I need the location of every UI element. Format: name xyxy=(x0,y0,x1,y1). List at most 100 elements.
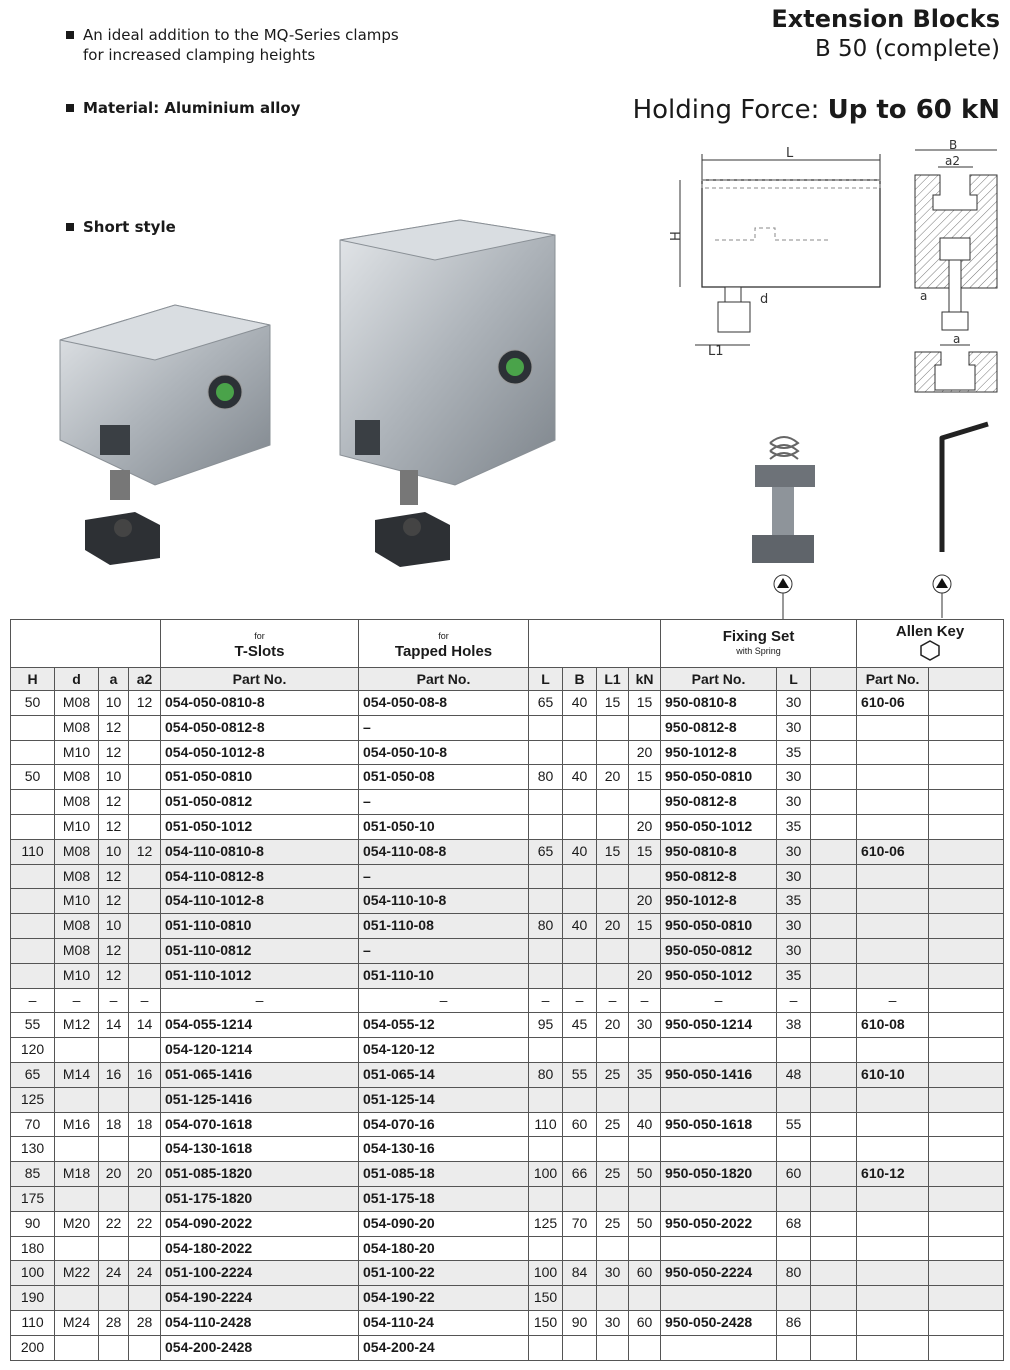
cell-partno: – xyxy=(358,937,530,964)
cell-l: 100 xyxy=(528,1161,564,1187)
cell-a: 10 xyxy=(98,764,129,791)
cell-partno: 950-1012-8 xyxy=(660,888,778,915)
cell-l1 xyxy=(596,813,630,840)
cell-d: M10 xyxy=(54,739,99,766)
cell-l: 35 xyxy=(776,813,812,840)
cell-l1 xyxy=(596,789,630,815)
cell-a: 18 xyxy=(98,1111,129,1138)
dim-L1-label: L1 xyxy=(708,344,724,359)
cell-h: 125 xyxy=(10,1086,55,1113)
cell-partno: 051-110-10 xyxy=(358,962,530,989)
cell-a: 16 xyxy=(98,1061,129,1088)
cell-d: M10 xyxy=(54,962,99,989)
cell-l: – xyxy=(528,987,564,1014)
cell-l: 100 xyxy=(528,1260,564,1287)
cell-h xyxy=(10,888,55,915)
cell-a2 xyxy=(128,1086,161,1113)
cell-partno: 950-0810-8 xyxy=(660,690,778,716)
cell-a2 xyxy=(128,813,161,840)
cell-l: 65 xyxy=(528,838,564,865)
cell-h xyxy=(10,789,55,815)
cell-partno: – xyxy=(358,789,530,815)
cell-l xyxy=(528,1136,564,1163)
cell-l1 xyxy=(596,739,630,766)
cell-partno: 051-085-1820 xyxy=(159,1161,360,1187)
cell-kn xyxy=(628,1235,662,1262)
cell-d xyxy=(54,1086,99,1113)
cell-l xyxy=(776,1285,812,1311)
tall-block-image xyxy=(339,219,556,567)
cell-partno xyxy=(660,1185,778,1212)
cell-kn: 50 xyxy=(628,1210,662,1237)
page-subtitle: B 50 (complete) xyxy=(814,36,1000,62)
cell-a2 xyxy=(128,913,161,939)
cell-partno: 051-065-14 xyxy=(358,1061,530,1088)
dim-L-label: L xyxy=(786,146,794,161)
spacer-cell xyxy=(810,863,858,890)
cell-kn: 15 xyxy=(628,838,662,865)
cell-partno: 051-125-1416 xyxy=(159,1086,360,1113)
fixing-heading: Fixing Set xyxy=(722,627,795,645)
cell-l1 xyxy=(596,1235,630,1262)
cell-partno: 054-200-24 xyxy=(358,1334,530,1361)
cell-h xyxy=(10,714,55,741)
cell-partno: 051-050-10 xyxy=(358,813,530,840)
spacer-cell xyxy=(810,1136,858,1163)
cell-d xyxy=(54,1235,99,1262)
cell-partno xyxy=(856,1235,930,1262)
cell-h: 50 xyxy=(10,690,55,716)
cell-h xyxy=(10,813,55,840)
cell-kn xyxy=(628,1334,662,1361)
cell-l: – xyxy=(776,987,812,1014)
cell-a2: – xyxy=(128,987,161,1014)
cell-b xyxy=(562,1037,598,1063)
cell-kn xyxy=(628,1185,662,1212)
cell-partno: 051-175-1820 xyxy=(159,1185,360,1212)
cell-h: 200 xyxy=(10,1334,55,1361)
cell-b: 40 xyxy=(562,913,598,939)
cell-partno: 051-050-0812 xyxy=(159,789,360,815)
spacer-cell xyxy=(928,1061,1005,1088)
cell-kn: 20 xyxy=(628,813,662,840)
col-H-header: H xyxy=(10,667,55,691)
cell-a2: 20 xyxy=(128,1161,161,1187)
cell-h: 180 xyxy=(10,1235,55,1262)
cell-d xyxy=(54,1136,99,1163)
cell-a: 28 xyxy=(98,1309,129,1336)
cell-partno: 054-120-1214 xyxy=(159,1037,360,1063)
cell-h: 110 xyxy=(10,838,55,865)
spacer-header xyxy=(928,667,1005,691)
col-tapped-part-header: Part No. xyxy=(358,667,530,691)
cell-kn: 20 xyxy=(628,962,662,989)
cell-partno: 054-090-20 xyxy=(358,1210,530,1237)
cell-partno: 054-110-1012-8 xyxy=(159,888,360,915)
cell-l1: – xyxy=(596,987,630,1014)
cell-l: 80 xyxy=(776,1260,812,1287)
bullet-line-2: for increased clamping heights xyxy=(83,46,316,64)
cell-d: M08 xyxy=(54,714,99,741)
spacer-cell xyxy=(928,789,1005,815)
spacer-cell xyxy=(810,1334,858,1361)
cell-l xyxy=(776,1037,812,1063)
cell-a: 12 xyxy=(98,789,129,815)
front-view-drawing: B a2 a a xyxy=(914,140,998,393)
cell-h: 85 xyxy=(10,1161,55,1187)
bullet-description: An ideal addition to the MQ-Series clamp… xyxy=(66,25,399,65)
bullet-style: Short style xyxy=(66,217,176,237)
cell-d: M22 xyxy=(54,1260,99,1287)
spacer-cell xyxy=(810,1012,858,1039)
cell-a2: 16 xyxy=(128,1061,161,1088)
cell-partno: 610-12 xyxy=(856,1161,930,1187)
cell-partno xyxy=(856,1260,930,1287)
cell-partno: – xyxy=(856,987,930,1014)
cell-partno: 051-110-08 xyxy=(358,913,530,939)
cell-kn: 60 xyxy=(628,1260,662,1287)
dim-d-label: d xyxy=(760,292,768,307)
cell-a xyxy=(98,1086,129,1113)
cell-l1: 25 xyxy=(596,1210,630,1237)
